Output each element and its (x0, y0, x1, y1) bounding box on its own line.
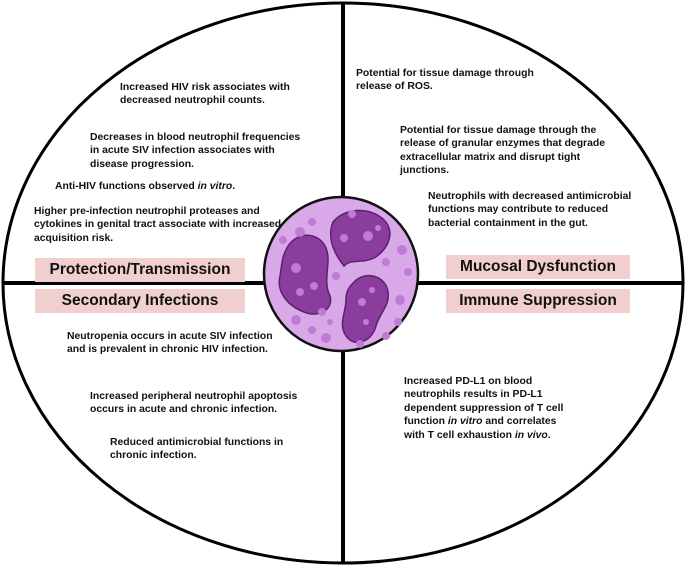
label-mucosal-dysfunction: Mucosal Dysfunction (446, 255, 630, 279)
bl-point-3: Reduced antimicrobial functions in chron… (110, 437, 284, 462)
bl-point-1: Neutropenia occurs in acute SIV infectio… (67, 331, 273, 356)
tr-point-2: Potential for tissue damage through the … (400, 125, 606, 177)
tr-point-1: Potential for tissue damage through rele… (356, 68, 534, 93)
bl-point-2: Increased peripheral neutrophil apoptosi… (90, 391, 298, 416)
tl-point-2: Decreases in blood neutrophil frequencie… (90, 132, 301, 170)
label-immune-suppression: Immune Suppression (446, 289, 630, 313)
br-point-1-italic: in vitro (447, 416, 483, 428)
tl-point-3-after: . (232, 181, 236, 192)
br-point-1-text: Increased PD-L1 on blood neutrophils res… (404, 376, 564, 428)
br-point-1-italic2: in vivo (514, 429, 548, 441)
br-point-1: Increased PD-L1 on blood neutrophils res… (404, 375, 579, 442)
br-point-1-after: and correlates with T cell exhaustion (404, 416, 557, 441)
tl-point-1: Increased HIV risk associates with decre… (120, 82, 290, 107)
label-protection-transmission: Protection/Transmission (35, 258, 245, 282)
neutrophil-cell-icon (262, 195, 420, 353)
nucleus-lobe-top (329, 209, 391, 268)
tl-point-3-italic: in vitro (197, 181, 233, 192)
tl-point-4: Higher pre-infection neutrophil protease… (34, 206, 282, 244)
tr-point-3: Neutrophils with decreased antimicrobial… (428, 191, 632, 229)
tl-point-3: Anti-HIV functions observed in vitro. (55, 180, 315, 193)
label-secondary-infections: Secondary Infections (35, 289, 245, 313)
tl-point-3-text: Anti-HIV functions observed (55, 181, 198, 192)
br-point-1-after2: . (547, 429, 551, 441)
